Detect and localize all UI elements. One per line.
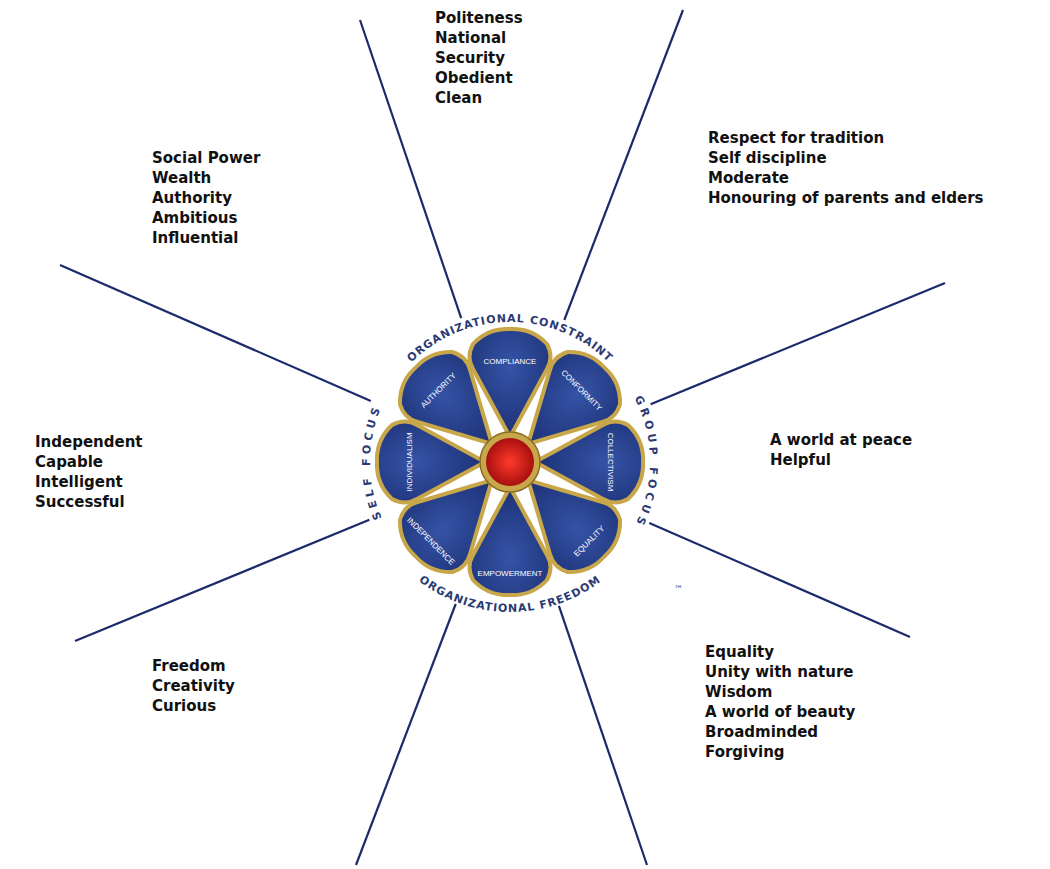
value-item: Authority [152, 188, 260, 208]
value-item: A world of beauty [705, 702, 855, 722]
value-item: Freedom [152, 656, 235, 676]
value-list: FreedomCreativityCurious [152, 656, 235, 716]
petal-text-wrap: EMPOWERMENT [466, 561, 554, 575]
petal-text-wrap: INDIVIDUALISM [397, 418, 411, 506]
value-item: Curious [152, 696, 235, 716]
value-list: IndependentCapableIntelligentSuccessful [35, 432, 143, 512]
value-item: Independent [35, 432, 143, 452]
value-item: National Security [435, 28, 545, 68]
petal-label: COLLECTIVISM [603, 433, 617, 492]
petal-label: INDIVIDUALISM [403, 432, 417, 491]
petal-label: EMPOWERMENT [478, 567, 543, 581]
petal-label: COMPLIANCE [484, 355, 537, 369]
value-item: Ambitious [152, 208, 260, 228]
value-item: Wealth [152, 168, 260, 188]
value-item: Broadminded [705, 722, 855, 742]
value-item: Influential [152, 228, 260, 248]
value-item: Obedient [435, 68, 545, 88]
value-item: Capable [35, 452, 143, 472]
value-item: Creativity [152, 676, 235, 696]
value-list: Social PowerWealthAuthorityAmbitiousInfl… [152, 148, 260, 248]
value-item: Unity with nature [705, 662, 855, 682]
value-item: Honouring of parents and elders [708, 188, 984, 208]
value-item: Politeness [435, 8, 545, 28]
trademark: ™ [674, 584, 683, 594]
value-item: Self discipline [708, 148, 984, 168]
value-item: Respect for tradition [708, 128, 984, 148]
value-list: EqualityUnity with natureWisdomA world o… [705, 642, 855, 762]
value-item: A world at peace [770, 430, 912, 450]
value-item: Clean [435, 88, 545, 108]
value-list: Respect for traditionSelf disciplineMode… [708, 128, 984, 208]
value-item: Wisdom [705, 682, 855, 702]
petal: INDIVIDUALISM [375, 418, 485, 506]
value-item: Forgiving [705, 742, 855, 762]
value-item: Successful [35, 492, 143, 512]
value-item: Intelligent [35, 472, 143, 492]
petal-outline [377, 422, 485, 503]
petal-text-wrap: COMPLIANCE [466, 349, 554, 363]
value-item: Moderate [708, 168, 984, 188]
value-item: Equality [705, 642, 855, 662]
value-list: PolitenessNational SecurityObedientClean [435, 8, 545, 108]
value-item: Helpful [770, 450, 912, 470]
petal-shape [375, 418, 485, 506]
value-list: A world at peaceHelpful [770, 430, 912, 470]
value-item: Social Power [152, 148, 260, 168]
petal-text-wrap: COLLECTIVISM [609, 418, 623, 506]
